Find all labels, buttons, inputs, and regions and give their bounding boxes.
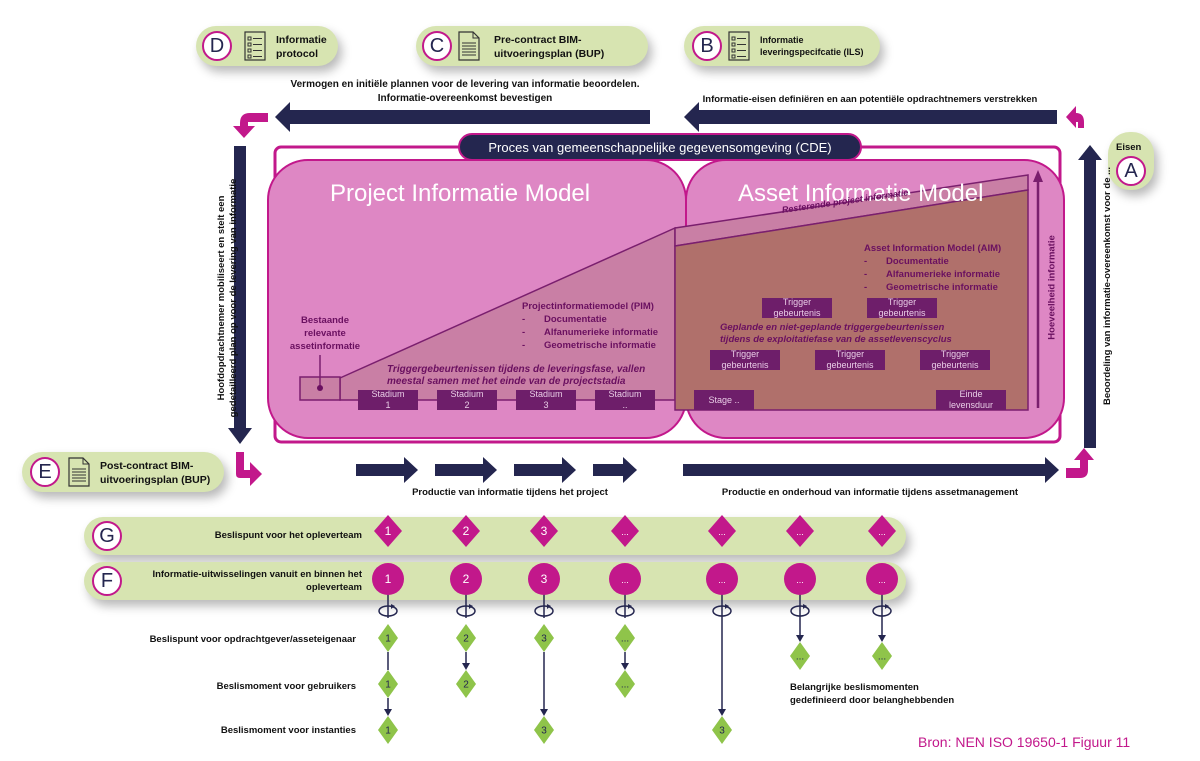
top-left-flow-label-2: Informatie-overeenkomst bevestigen [377, 93, 553, 104]
top-right-flow-arrow [684, 102, 1057, 132]
row-f-label-1: Informatie-uitwisselingen vanuit en binn… [152, 569, 362, 580]
pim-item: Geometrische informatie [544, 340, 656, 351]
deliverable-e-label-1: Post-contract BIM- [100, 460, 194, 472]
letter-c-badge: C [422, 31, 452, 61]
top-right-flow-label: Informatie-eisen definiëren en aan poten… [702, 94, 1038, 105]
pim-item: Documentatie [544, 314, 607, 325]
deliverable-a-pill: Eisen A [1108, 132, 1154, 190]
deliverable-a-label: Eisen [1116, 142, 1142, 153]
letter-e-badge: E [30, 457, 60, 487]
pim-title: Project Informatie Model [330, 180, 591, 207]
deliverable-d-label-2: protocol [276, 48, 318, 60]
right-vertical-label: Beoordeling van informatie-overeenkomst … [1102, 166, 1113, 406]
stakeholder-note-2: gedefinieerd door belanghebbenden [790, 695, 955, 706]
deliverable-c-label-1: Pre-contract BIM- [494, 34, 582, 46]
checklist-icon [244, 31, 266, 61]
stage-more-box: Stadium.. [595, 389, 655, 410]
source-caption: Bron: NEN ISO 19650-1 Figuur 11 [918, 734, 1131, 750]
aim-title: Asset Informatie Model [738, 180, 984, 207]
letter-a-badge: A [1116, 156, 1146, 186]
right-up-flow-arrow [1078, 145, 1102, 448]
letter-g-badge: G [92, 521, 122, 551]
corner-arrow-top-right [1066, 106, 1084, 128]
corner-arrow-top-left [233, 113, 268, 138]
deliverable-d-label-1: Informatie [276, 34, 327, 46]
deliverable-d-pill: D Informatie protocol [196, 26, 338, 66]
document-icon [458, 31, 480, 61]
checklist-icon [728, 31, 750, 61]
deliverable-c-label-2: uitvoeringsplan (BUP) [494, 48, 605, 60]
client-decision-label: Beslispunt voor opdrachtgever/asseteigen… [149, 634, 356, 645]
cde-title: Proces van gemeenschappelijke gegevensom… [488, 139, 832, 155]
asset-production-arrow [683, 457, 1059, 483]
top-left-flow-label-1: Vermogen en initiële plannen voor de lev… [290, 79, 640, 90]
stage-asset-box: Stage .. [694, 390, 754, 410]
aim-trigger-text-2: tijdens de exploitatiefase van de assetl… [720, 334, 952, 345]
row-g-pill: G Beslispunt voor het opleverteam [84, 517, 906, 555]
corner-arrow-bottom-right [1066, 448, 1094, 478]
existing-info-label-2: relevante [304, 328, 346, 339]
document-icon [68, 457, 90, 487]
pim-item: Alfanumerieke informatie [544, 327, 659, 338]
cde-title-banner: Proces van gemeenschappelijke gegevensom… [458, 133, 862, 161]
users-decision-label: Beslismoment voor gebruikers [216, 681, 356, 692]
row-f-label-2: opleverteam [306, 582, 362, 593]
letter-d-badge: D [202, 31, 232, 61]
left-vertical-label-1: Hoofdopdrachtnemer mobiliseert en stelt … [216, 195, 227, 401]
existing-info-label-1: Bestaande [300, 315, 350, 326]
deliverable-b-pill: B Informatie leveringspecifcatie (ILS) [684, 26, 880, 66]
corner-arrow-bottom-left [236, 452, 262, 486]
deliverable-b-label-2: leveringspecifcatie (ILS) [760, 47, 864, 57]
info-quantity-axis-label: Hoeveelheid informatie [1046, 235, 1058, 340]
aim-trigger-text-1: Geplande en niet-geplande triggergebeurt… [720, 322, 945, 333]
stakeholder-note-1: Belangrijke beslismomenten [790, 682, 919, 693]
authorities-decision-label: Beslismoment voor instanties [220, 725, 356, 736]
asset-production-label: Productie en onderhoud van informatie ti… [721, 487, 1019, 498]
letter-f-badge: F [92, 566, 122, 596]
aim-item: Alfanumerieke informatie [886, 269, 1001, 280]
project-production-arrows [356, 457, 637, 483]
existing-info-label-3: assetinformatie [289, 341, 361, 352]
top-left-flow-arrow [275, 102, 650, 132]
deliverable-e-label-2: uitvoeringsplan (BUP) [100, 474, 211, 486]
pim-model-title: Projectinformatiemodel (PIM) [522, 301, 654, 312]
aim-item: Geometrische informatie [886, 282, 998, 293]
left-down-flow-arrow [228, 146, 252, 444]
row-g-label: Beslispunt voor het opleverteam [214, 530, 362, 541]
deliverable-b-label-1: Informatie [760, 35, 804, 45]
left-vertical-label-2: gedetailleerd plan op voor de levering v… [228, 178, 239, 418]
pim-trigger-text-2: meestal samen met het einde van de proje… [387, 376, 626, 387]
deliverable-c-pill: C Pre-contract BIM- uitvoeringsplan (BUP… [416, 26, 648, 66]
aim-model-title: Asset Information Model (AIM) [864, 243, 1002, 254]
pim-trigger-text-1: Triggergebeurtenissen tijdens de leverin… [387, 364, 646, 375]
deliverable-e-pill: E Post-contract BIM- uitvoeringsplan (BU… [22, 452, 224, 492]
letter-b-badge: B [692, 31, 722, 61]
row-f-pill: F Informatie-uitwisselingen vanuit en bi… [84, 562, 906, 600]
project-production-label: Productie van informatie tijdens het pro… [412, 487, 608, 498]
aim-item: Documentatie [886, 256, 949, 267]
